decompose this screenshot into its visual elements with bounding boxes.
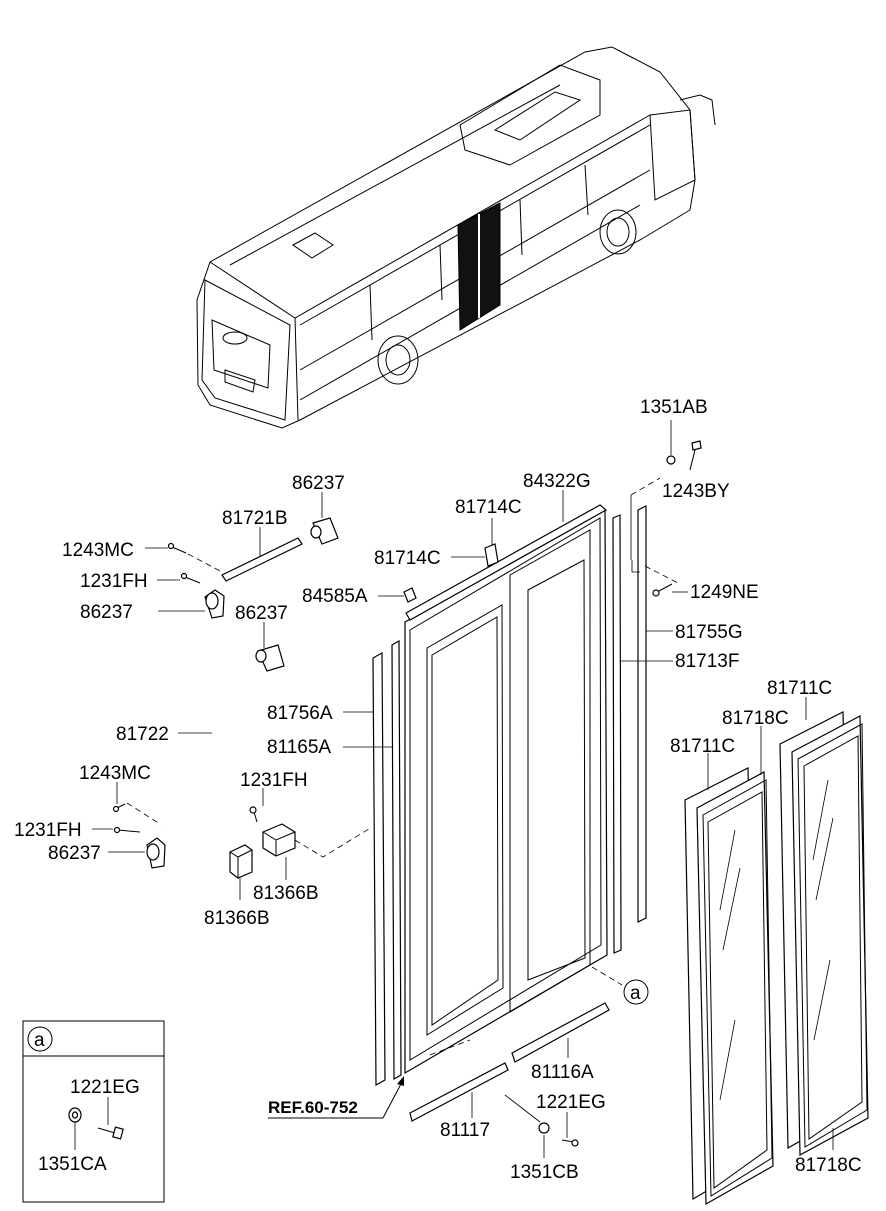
label-86237-top: 86237: [292, 473, 345, 494]
glass-unit-left: [684, 767, 774, 1206]
bolt-1243BY: [689, 440, 702, 471]
part-81714C: [484, 543, 499, 567]
fastener-1351AB: [666, 420, 676, 465]
rod-81722: [159, 649, 256, 830]
label-1249NE: 1249NE: [690, 582, 759, 603]
label-1351CB: 1351CB: [510, 1162, 579, 1183]
door-frame-assembly: [404, 504, 610, 1122]
label-1231FH-b: 1231FH: [14, 820, 82, 841]
label-81722: 81722: [116, 724, 169, 745]
screw-1231FH-a: [180, 572, 201, 584]
label-1243MC-a: 1243MC: [62, 540, 134, 561]
label-81755G: 81755G: [675, 622, 743, 643]
label-1221EG-b: 1221EG: [70, 1077, 140, 1098]
seal-81165A: [391, 639, 402, 1081]
label-1231FH-a: 1231FH: [80, 571, 148, 592]
seal-81755G: [637, 505, 647, 923]
label-86237-b: 86237: [80, 602, 133, 623]
label-81718C-b: 81718C: [795, 1155, 862, 1176]
label-81713F: 81713F: [675, 651, 739, 672]
label-84322G: 84322G: [523, 471, 591, 492]
screw-1231FH-b: [113, 826, 141, 834]
label-1221EG-a: 1221EG: [536, 1092, 606, 1113]
label-81714C-b: 81714C: [374, 548, 441, 569]
bracket-86237-b: [204, 589, 225, 619]
glass-unit-right: [779, 711, 869, 1156]
label-84585A: 84585A: [302, 586, 368, 607]
screw-1231FH-c: [249, 806, 258, 823]
seal-81713F: [612, 514, 622, 954]
ref-60-752: REF.60-752: [268, 1076, 404, 1119]
label-81116A: 81116A: [531, 1062, 594, 1083]
bracket-86237-c: [255, 644, 285, 672]
bolt-1221EG-a: [561, 1139, 579, 1147]
label-81165A: 81165A: [267, 737, 331, 758]
block-81366B-a: [262, 823, 296, 857]
label-81117: 81117: [440, 1120, 490, 1141]
washer-1351CB: [504, 1094, 550, 1134]
bus-illustration: [196, 46, 716, 429]
label-81711C-b: 81711C: [670, 736, 735, 757]
screw-1249NE: [631, 560, 681, 597]
seal-81756A: [372, 651, 386, 1087]
label-81718C-a: 81718C: [722, 708, 789, 729]
inset-a: a 1221EG 1351CA: [22, 1020, 165, 1203]
svg-text:REF.60-752: REF.60-752: [268, 1098, 358, 1117]
label-1243MC-b: 1243MC: [79, 763, 151, 784]
label-86237-c: 86237: [235, 603, 288, 624]
svg-text:a: a: [630, 983, 641, 1004]
label-1231FH-c: 1231FH: [240, 770, 308, 791]
bracket-86237-top: [310, 517, 339, 545]
label-81711C-a: 81711C: [767, 678, 832, 699]
block-81366B-b: [229, 844, 253, 879]
label-81366B-a: 81366B: [253, 883, 319, 904]
rod-81721B: [221, 537, 303, 582]
callout-a: a: [591, 966, 649, 1005]
label-81756A: 81756A: [267, 703, 333, 724]
svg-text:a: a: [34, 1030, 45, 1051]
label-81714C-a: 81714C: [455, 497, 522, 518]
label-81721B: 81721B: [222, 508, 288, 529]
label-81366B-b: 81366B: [204, 908, 270, 929]
part-84585A: [403, 587, 417, 603]
bracket-86237-d: [146, 837, 166, 869]
screw-1243MC-a: [167, 542, 223, 573]
label-86237-d: 86237: [48, 843, 101, 864]
label-1243BY: 1243BY: [662, 481, 730, 502]
screw-1243MC-b: [112, 802, 161, 825]
label-1351AB: 1351AB: [640, 397, 708, 418]
label-1351CA: 1351CA: [38, 1154, 107, 1175]
